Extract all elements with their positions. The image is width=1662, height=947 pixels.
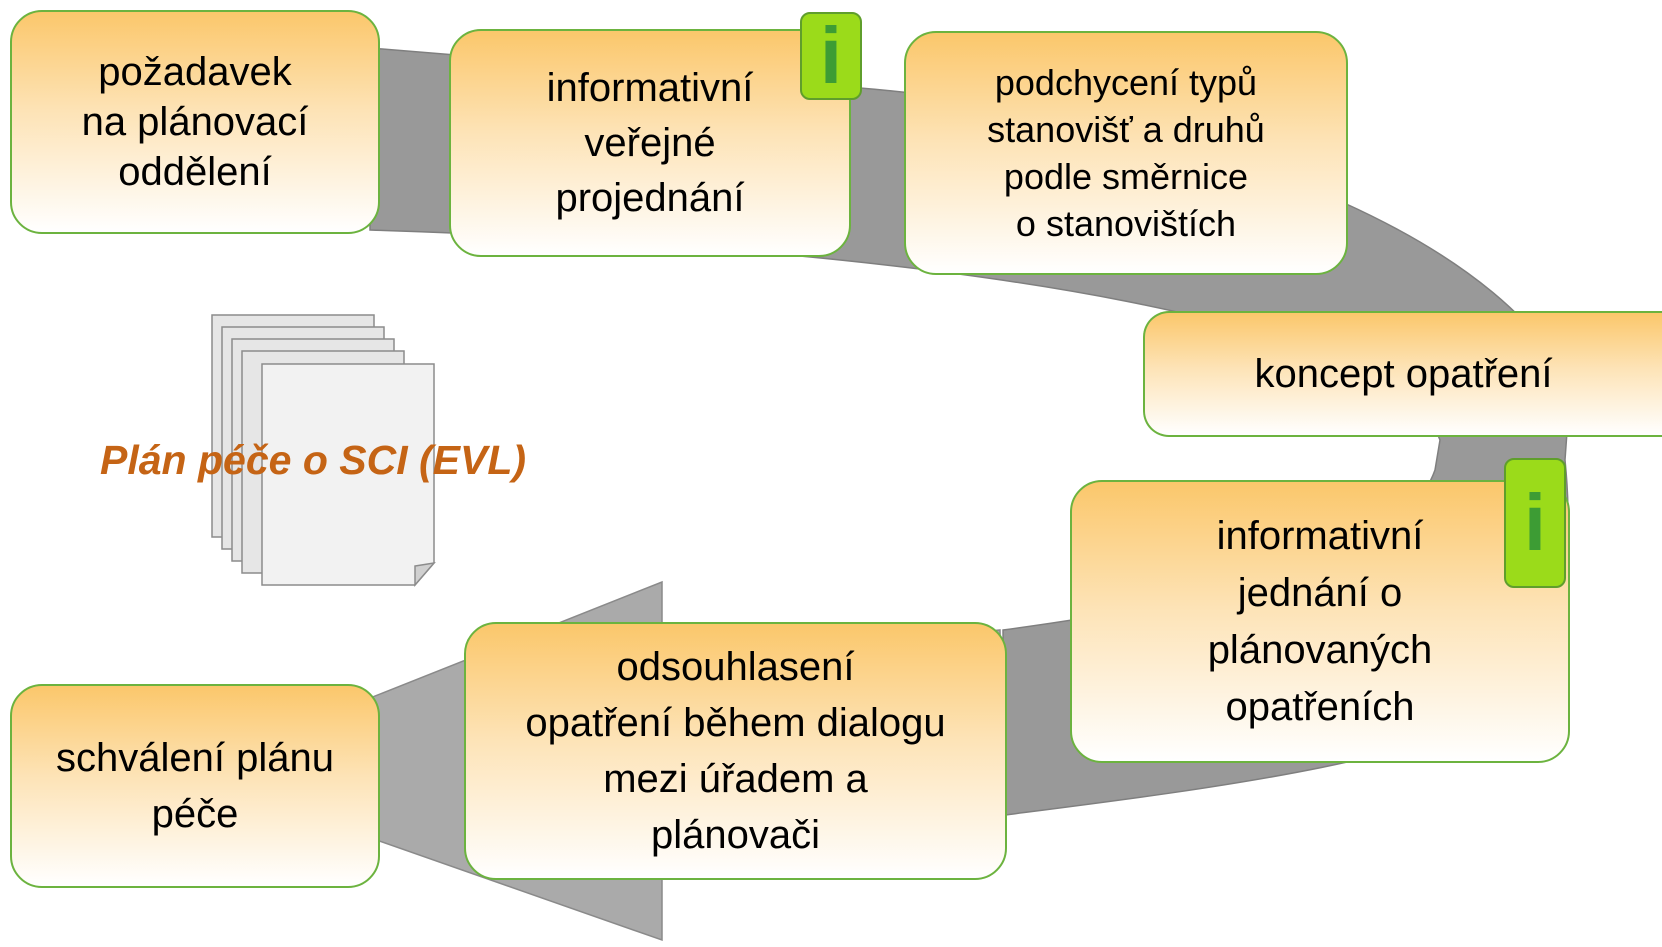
document-stack-icon <box>211 314 436 588</box>
step-pozadavek-text: požadavek na plánovací oddělení <box>81 50 309 194</box>
step-pozadavek: požadavek na plánovací oddělení <box>10 10 380 234</box>
document-label: Plán péče o SCI (EVL) <box>100 437 527 483</box>
info-badge-verejne: i <box>800 12 862 100</box>
step-odsouhlaseni: odsouhlasení opatření během dialogu mezi… <box>464 622 1007 880</box>
step-koncept: koncept opatření <box>1143 311 1662 437</box>
step-informativni-jednani: informativní jednání o plánovaných opatř… <box>1070 480 1570 763</box>
step-koncept-text: koncept opatření <box>1254 352 1553 396</box>
step-informativni-jednani-text: informativní jednání o plánovaných opatř… <box>1207 513 1433 729</box>
info-icon: i <box>819 11 843 100</box>
step-verejne-projednani: informativní veřejné projednání <box>449 29 851 257</box>
step-schvaleni-text: schválení plánu péče <box>56 736 334 836</box>
step-odsouhlaseni-text: odsouhlasení opatření během dialogu mezi… <box>525 645 946 857</box>
step-podchyceni: podchycení typů stanovišť a druhů podle … <box>904 31 1348 275</box>
info-badge-jednani: i <box>1504 458 1566 588</box>
info-icon: i <box>1523 478 1547 567</box>
step-schvaleni: schválení plánu péče <box>10 684 380 888</box>
step-podchyceni-text: podchycení typů stanovišť a druhů podle … <box>987 62 1265 244</box>
step-verejne-projednani-text: informativní veřejné projednání <box>546 65 754 220</box>
